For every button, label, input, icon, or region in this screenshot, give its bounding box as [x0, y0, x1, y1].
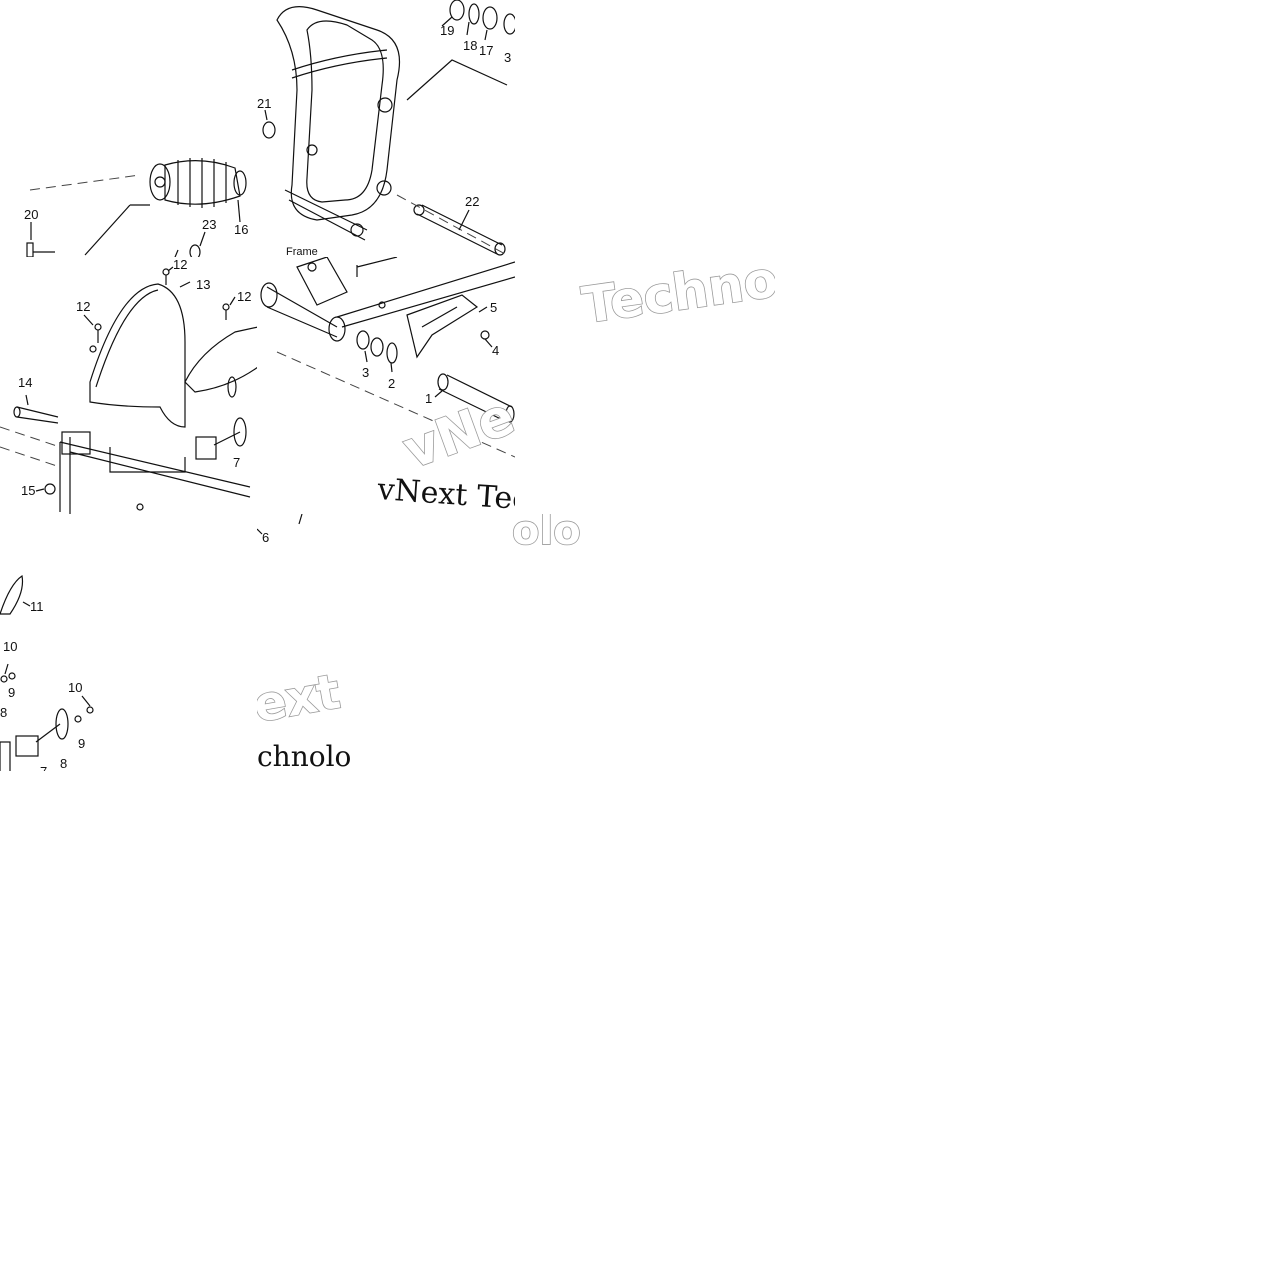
watermark-fragment: ext chnolo	[257, 663, 351, 773]
washer-21	[262, 121, 276, 139]
washer-23	[189, 244, 201, 257]
watermark-text-olo: olo	[512, 514, 581, 554]
chain-guide-5	[406, 294, 479, 359]
diagram-tile-fender: 12 12 12 13 14 15 7	[0, 257, 258, 514]
reflector-11	[0, 574, 24, 615]
diagram-tile-swingarm: 5 4 3 2 1 vNe vNext Techno	[257, 257, 515, 514]
callout-9-right: 9	[78, 736, 85, 751]
callout-5: 5	[490, 300, 497, 315]
callout-11: 11	[30, 599, 44, 614]
callout-22: 22	[465, 194, 479, 209]
callout-21: 21	[257, 96, 271, 111]
bushings-3-2	[356, 330, 398, 364]
callout-20: 20	[24, 207, 38, 222]
nuts-left	[0, 672, 16, 683]
frame-drawing: 19 18 17 3 21 22 Frame	[257, 0, 515, 257]
callout-2: 2	[388, 376, 395, 391]
callout-19: 19	[440, 23, 454, 38]
frame-body	[276, 6, 401, 241]
bearing-stack	[449, 0, 515, 35]
callout-8-left: 8	[0, 705, 7, 720]
callout-4: 4	[492, 343, 499, 358]
swingarm-drawing: 5 4 3 2 1 vNe vNext Techno	[260, 257, 515, 514]
callout-15: 15	[21, 483, 35, 498]
callout-10-right: 10	[68, 680, 82, 695]
callout-23: 23	[202, 217, 216, 232]
callout-3-mid: 3	[362, 365, 369, 380]
watermark-text-vne: vNe	[396, 386, 515, 481]
bolt-4	[480, 330, 490, 340]
watermark-techno: Techno	[578, 255, 775, 335]
diagram-tile-shock: 20 23 16	[0, 0, 257, 257]
callout-17: 17	[479, 43, 493, 58]
pin-14	[13, 406, 59, 424]
swingarm-base	[59, 431, 251, 514]
frame-label: Frame	[286, 246, 318, 257]
callout-14: 14	[18, 375, 32, 390]
swing-arm	[260, 257, 515, 342]
adjuster-7-lower	[0, 706, 94, 771]
callout-12-left: 12	[76, 299, 90, 314]
callout-12-right: 12	[237, 289, 251, 304]
strip-fragment: olo 6	[257, 514, 581, 555]
bolt-20	[26, 242, 55, 257]
bolts-12	[89, 268, 230, 353]
shock-drawing: 20 23 16	[24, 158, 248, 257]
callout-9-left: 9	[8, 685, 15, 700]
callout-7-top: 7	[233, 455, 240, 470]
watermark-text-chnolo: chnolo	[257, 740, 351, 773]
watermark-text-ext: ext	[257, 664, 344, 734]
callout-6: 6	[262, 530, 269, 545]
callout-16: 16	[234, 222, 248, 237]
callout-12-mid: 12	[173, 257, 187, 272]
shaft-1	[437, 373, 515, 423]
callout-10-left: 10	[3, 639, 17, 654]
watermark-text-serif: vNext Techno	[375, 472, 515, 514]
callout-1: 1	[425, 391, 432, 406]
adjuster-7	[195, 417, 247, 460]
callout-3-top: 3	[504, 50, 511, 65]
side-guard	[184, 326, 258, 398]
nut-15	[44, 483, 56, 495]
shock-absorber	[149, 158, 247, 208]
fender-drawing: 12 12 12 13 14 15 7	[0, 257, 258, 514]
rear-fender-13	[89, 283, 186, 428]
diagram-tile-frame: 19 18 17 3 21 22 Frame	[257, 0, 515, 257]
diagram-tile-adjuster: 11 10 9 8 10 9 8 7	[0, 574, 94, 771]
callout-13: 13	[196, 277, 210, 292]
callout-8-right: 8	[60, 756, 67, 771]
callout-7-lower: 7	[40, 764, 47, 771]
watermark-text-techno: Techno	[579, 255, 775, 335]
callout-18: 18	[463, 38, 477, 53]
